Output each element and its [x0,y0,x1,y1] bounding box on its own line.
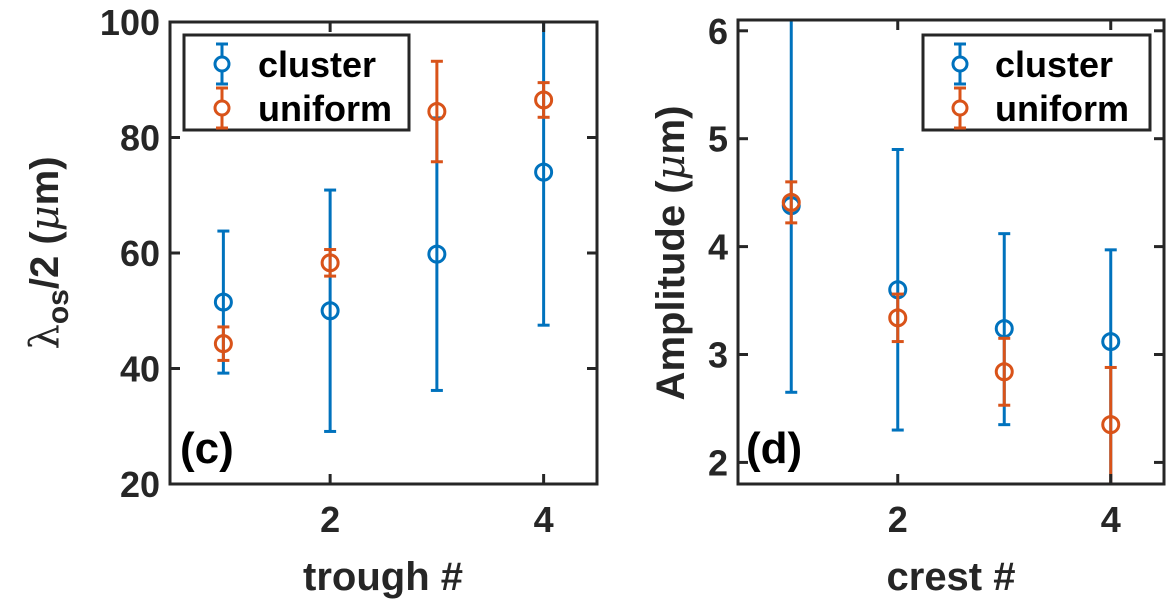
error-bar-uniform-d [785,180,798,225]
x-tick-label-d: 2 [888,499,908,540]
chart-panel-d: 2 3 4 5 6 2 4 (d) crest # Amplitude (μm) clust… [648,11,1166,599]
data-point-cluster-c [534,162,554,182]
data-point-cluster-c [213,292,233,312]
data-point-uniform-c [534,90,554,110]
data-point-uniform-c [427,102,447,122]
x-axis-label-d: crest # [887,555,1016,599]
error-bar-cluster-d [891,147,904,432]
legend-label-uniform-c: uniform [258,88,392,129]
error-bar-uniform-c [430,59,443,164]
y-tick-label-c: 40 [120,349,160,390]
y-tick-label-d: 3 [708,335,728,376]
legend-label-cluster-d: cluster [995,44,1113,85]
data-point-cluster-c [320,301,340,321]
plot-area-d [781,18,1121,486]
y-tick-label-d: 2 [708,442,728,483]
error-bar-cluster-c [537,22,550,327]
y-axis-label-amplitude: Amplitude ( [649,180,693,401]
data-point-cluster-d [994,319,1014,339]
legend-marker-cluster [213,55,231,73]
error-bar-uniform-c [537,81,550,119]
panel-label-d: (d) [746,424,802,473]
y-tick-label-c: 60 [120,233,160,274]
data-point-uniform-d [781,192,801,212]
y-axis-label-subscript: os [42,289,75,324]
legend-marks-d [951,42,969,130]
ticks-c: 20 40 60 80 100 2 4 [100,2,597,540]
axes-frame-d [736,18,1166,486]
y-tick-label-c: 20 [120,464,160,505]
x-axis-label-c: trough # [303,555,463,599]
y-axis-label-end-d: m) [649,106,693,155]
x-tick-label-c: 2 [320,499,340,540]
data-point-cluster-c [427,244,447,264]
x-tick-label-d: 4 [1101,499,1121,540]
error-bar-cluster-c [324,188,337,433]
y-tick-label-c: 80 [120,118,160,159]
error-bar-uniform-d [891,292,904,344]
data-point-uniform-c [320,253,340,273]
data-point-uniform-d [1101,415,1121,435]
x-tick-label-c: 4 [534,499,554,540]
legend-c: cluster uniform [182,33,411,132]
y-axis-label-end: m) [23,156,67,205]
legend-marks-c [213,42,231,130]
y-axis-label-rest: /2 ( [23,231,67,289]
data-point-uniform-d [994,362,1014,382]
legend-marker-uniform [213,99,231,117]
plot-area-c [213,22,554,433]
data-point-cluster-d [1101,332,1121,352]
y-axis-label-d: Amplitude (μm) [648,106,694,401]
y-tick-label-c: 100 [100,2,160,43]
y-tick-label-d: 6 [708,11,728,52]
legend-label-cluster-c: cluster [258,44,376,85]
y-axis-label-mu: μ [22,205,68,231]
panel-label-c: (c) [180,424,234,473]
y-tick-label-d: 4 [708,227,728,268]
legend-marker-cluster [951,55,969,73]
y-axis-label-lambda: λ [22,324,68,349]
error-bar-uniform-d [1104,365,1117,486]
data-point-uniform-d [888,308,908,328]
legend-marker-uniform [951,99,969,117]
y-axis-label-mu-d: μ [648,154,694,180]
legend-d: cluster uniform [921,33,1152,132]
error-bar-uniform-c [217,325,230,362]
error-bar-uniform-d [998,336,1011,407]
legend-label-uniform-d: uniform [995,88,1129,129]
y-tick-label-d: 5 [708,119,728,160]
ticks-d: 2 3 4 5 6 2 4 [708,11,1164,540]
y-axis-label-c: λos/2 (μm) [22,156,75,349]
data-point-uniform-c [213,334,233,354]
chart-panel-c: 20 40 60 80 100 2 4 (c) trough # λos/2 (μm) cl… [22,2,599,599]
